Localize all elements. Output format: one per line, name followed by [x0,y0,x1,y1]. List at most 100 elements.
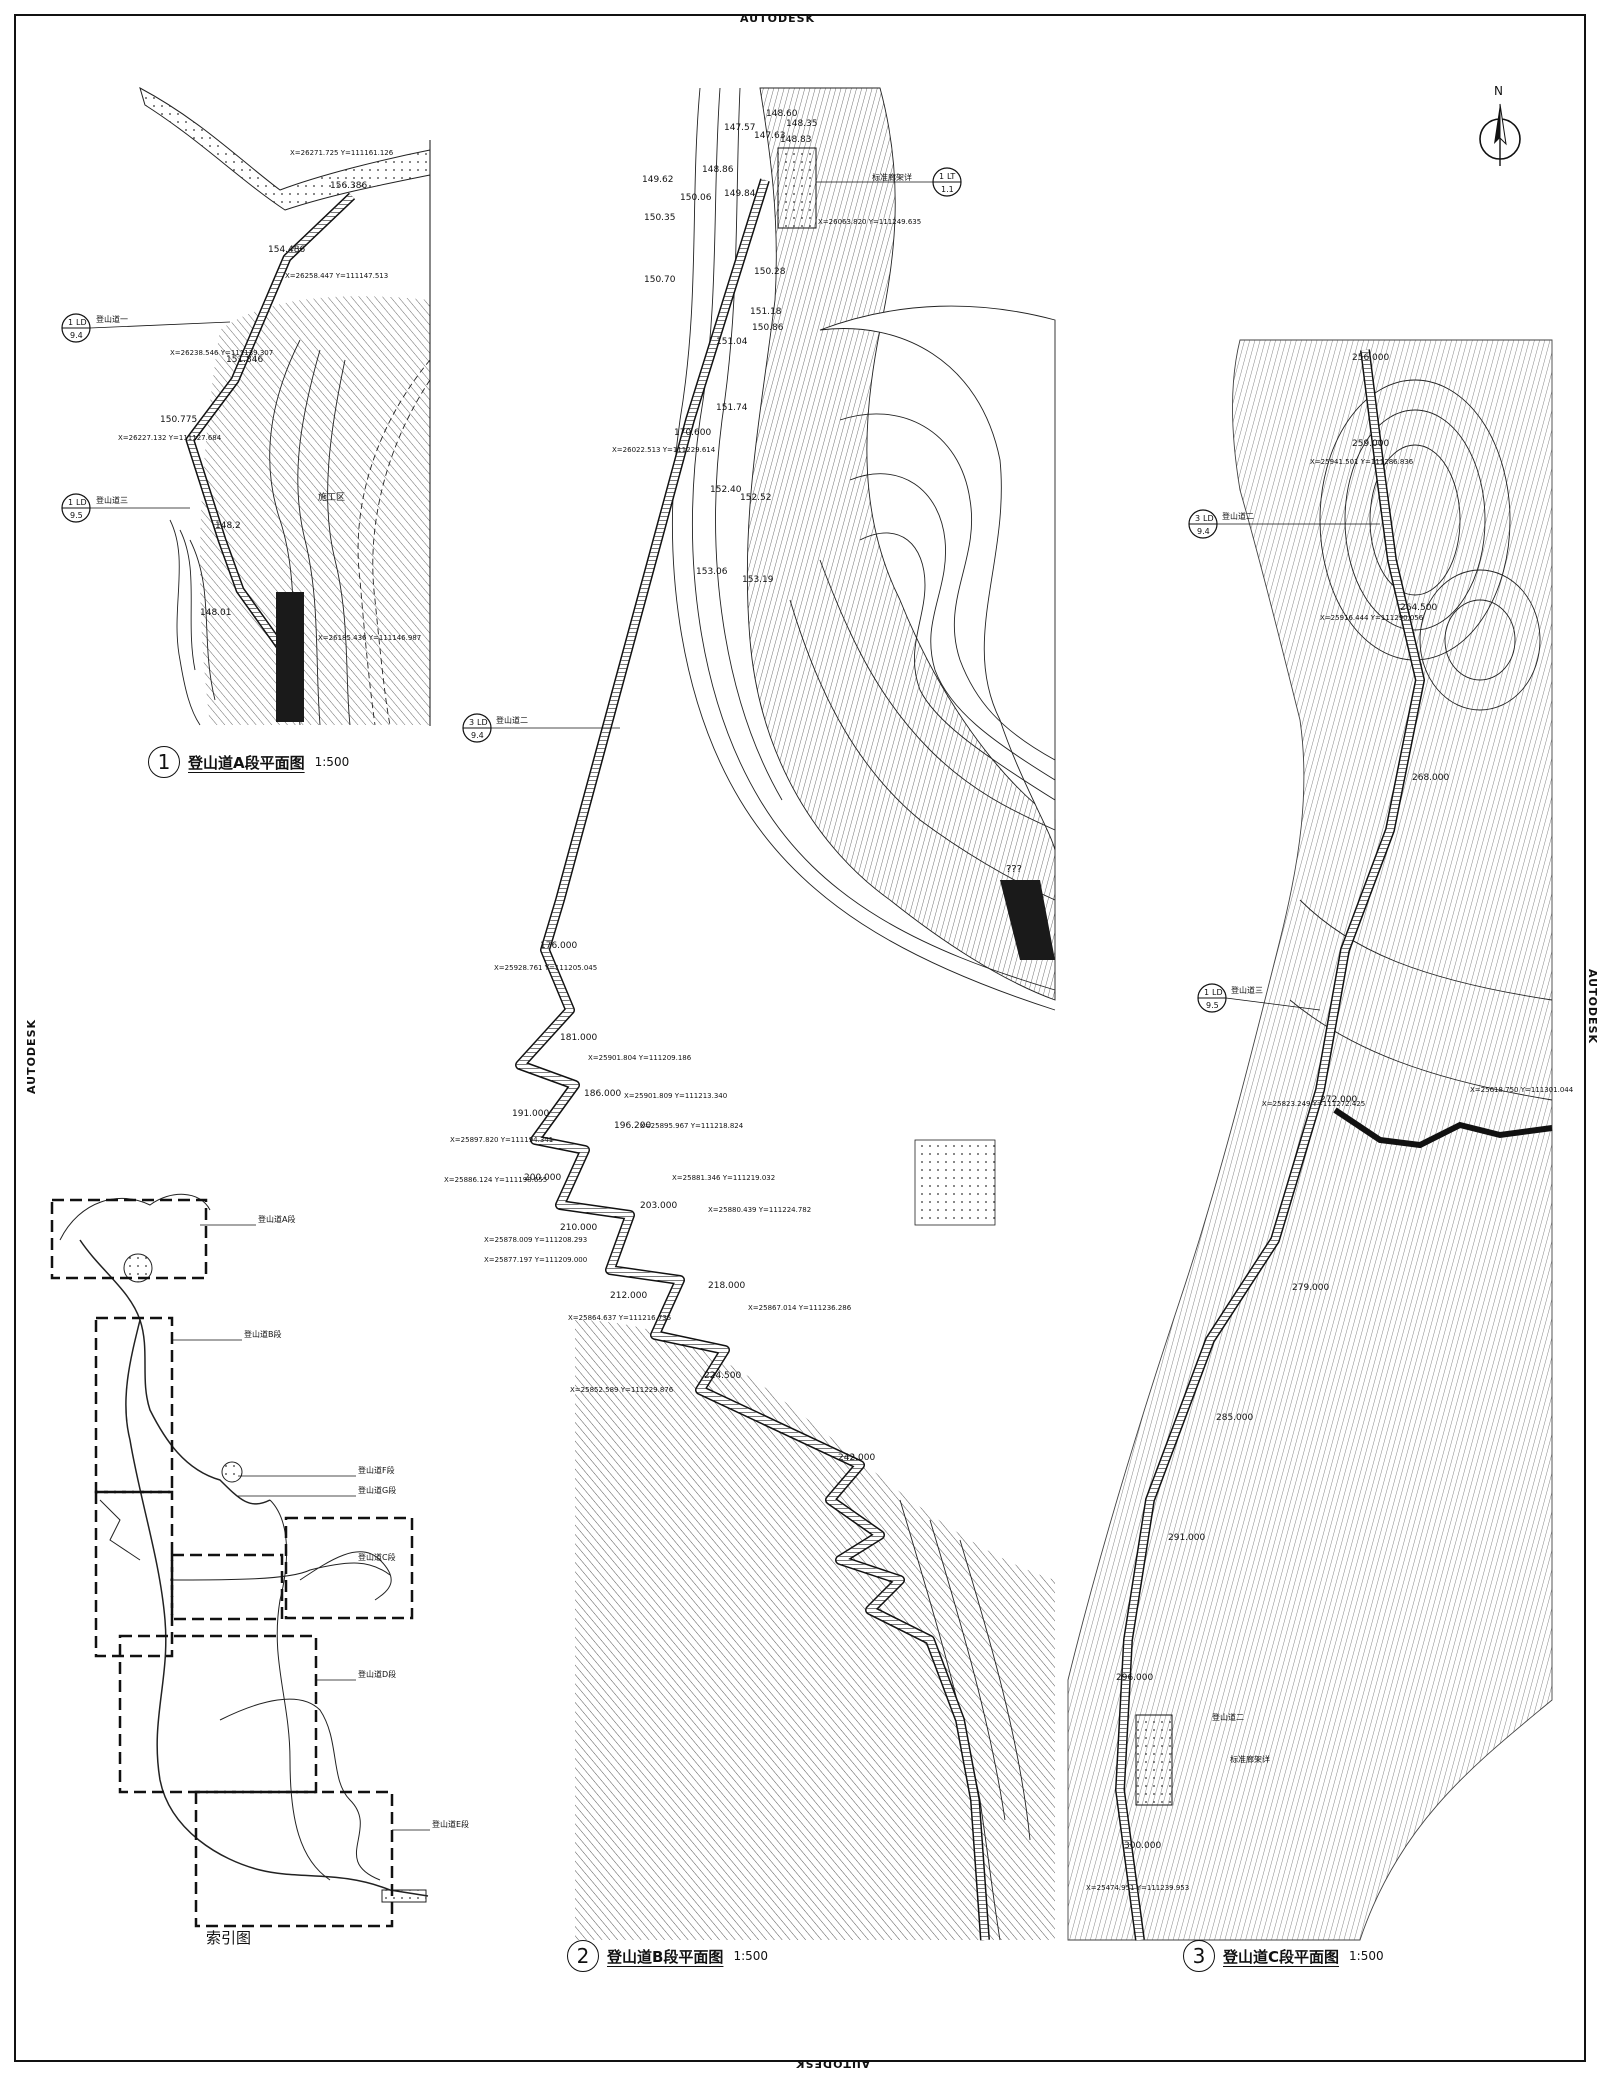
elevation-label: 148.01 [200,608,232,618]
elevation-label: 153.06 [696,567,728,577]
coordinate-label: X=25886.124 Y=111198.655 [444,1176,547,1184]
callout-label: 登山道三 [1231,985,1263,995]
coordinate-label: X=25880.439 Y=111224.782 [708,1206,811,1214]
corridor-label: 标准廊架详 [1230,1754,1270,1764]
elevation-label: 256.000 [1352,353,1389,363]
elevation-label: 151.74 [716,403,748,413]
elevation-label: 150.35 [644,213,676,223]
coordinate-label: X=25474.951 Y=111239.953 [1086,1884,1189,1892]
elevation-label: 147.63 [754,131,786,141]
callout-number: 1 [68,498,73,507]
coordinate-label: X=25916.444 Y=111290.056 [1320,614,1424,622]
coordinate-label: X=25897.820 Y=111194.341 [450,1136,553,1144]
coordinate-label: X=26022.513 Y=111229.614 [612,446,716,454]
plan-b-title: 2 登山道B段平面图 1:500 [567,1940,768,1972]
unknown-label: ??? [1006,864,1022,875]
callout-label: 登山道二 [1222,511,1254,521]
callout-code: LD [76,318,87,327]
elevation-label: 191.000 [512,1109,549,1119]
dark-structure-a [276,592,304,722]
coordinate-label: X=25878.009 Y=111208.293 [484,1236,587,1244]
elevation-label: 218.000 [708,1281,745,1291]
callout-number: 3 [469,718,474,727]
coordinate-label: X=26271.725 Y=111161.126 [290,149,394,157]
elevation-label: 279.000 [1292,1283,1329,1293]
plan-c: 256.000 259.000 264.500 268.000 272.000 … [1067,339,1574,1941]
index-box-g [284,1516,414,1620]
coordinate-label: X=25864.637 Y=111216.735 [568,1314,671,1322]
coordinate-label: X=26185.436 Y=111146.987 [318,634,421,642]
coordinate-label: X=25928.761 Y=111205.045 [494,964,597,972]
index-map: 登山道A段 登山道B段 登山道F段 登山道G段 登山道C段 登山道D段 登山道E… [50,1193,469,1928]
elevation-label: 296.000 [1116,1673,1153,1683]
callout-code: LD [76,498,87,507]
index-label-e: 登山道E段 [432,1819,469,1829]
trail-label: 登山道二 [1212,1712,1244,1722]
coordinate-label: X=25823.249 Y=111272.425 [1262,1100,1365,1108]
coordinate-label: X=25941.501 Y=111286.836 [1310,458,1414,466]
north-label: N [1494,84,1503,98]
callout-label: 登山道一 [96,314,128,324]
elevation-label: 212.000 [610,1291,647,1301]
callout-sheet: 9.4 [471,731,484,740]
index-label-b: 登山道B段 [244,1329,282,1339]
plan-a: 156.386 154.486 151.846 150.775 148.2 14… [118,86,431,726]
plan-a-number: 1 [148,746,180,778]
brand-top: AUTODESK [740,12,816,25]
elevation-label: 176.000 [540,941,577,951]
index-label-c: 登山道C段 [358,1552,396,1562]
callout-3-ld-9-4-b: 3 LD 9.4 登山道二 [462,713,620,743]
callout-sheet: 9.4 [1197,527,1210,536]
callout-sheet: 9.4 [70,331,83,340]
callout-1-lt-1-1: 1 LT 1.1 [816,167,962,197]
plan-c-title: 3 登山道C段平面图 1:500 [1183,1940,1384,1972]
coordinate-label: X=25867.014 Y=111236.286 [748,1304,852,1312]
index-box-f [170,1553,284,1621]
elevation-label: 210.000 [560,1223,597,1233]
elevation-label: 151.846 [226,355,263,365]
elevation-label: 152.40 [710,485,742,495]
plan-c-number: 3 [1183,1940,1215,1972]
callout-sheet: 9.5 [70,511,83,520]
callout-number: 1 [68,318,73,327]
callout-code: LD [477,718,488,727]
drawing-sheet-frame [14,14,1586,2062]
plan-c-scale: 1:500 [1349,1949,1384,1963]
callout-sheet: 1.1 [941,185,954,194]
elevation-label: 153.19 [742,575,774,585]
corridor-label: 标准廊架详 [872,172,912,182]
elevation-label: 149.62 [642,175,674,185]
plan-b-number: 2 [567,1940,599,1972]
elevation-label: 151.04 [716,337,748,347]
coordinate-label: X=26063.820 Y=111249.635 [818,218,921,226]
compass-icon [1479,103,1521,166]
callout-code: LT [947,172,955,181]
elevation-label: 148.83 [780,135,812,145]
elevation-label: 148.60 [766,109,798,119]
north-arrow: N [1470,84,1530,174]
coordinate-label: X=25877.197 Y=111209.000 [484,1256,587,1264]
plan-b-scale: 1:500 [733,1949,769,1963]
callout-label: 登山道三 [96,495,128,505]
construction-area-label: 施工区 [318,491,345,503]
elevation-label: 150.06 [680,193,712,203]
index-map-title: 索引图 [206,1929,252,1947]
coordinate-label: X=25901.809 Y=111213.340 [624,1092,727,1100]
elevation-label: 152.52 [740,493,772,503]
coordinate-label: X=26238.546 Y=111139.307 [170,349,273,357]
index-label-g: 登山道G段 [358,1485,396,1495]
elevation-label: 147.57 [724,123,756,133]
coordinate-label: X=25618.750 Y=111301.044 [1470,1086,1574,1094]
elevation-label: 259.000 [1352,439,1389,449]
callout-number: 1 [1204,988,1209,997]
elevation-label: 170.600 [674,428,711,438]
index-label-f: 登山道F段 [358,1465,395,1475]
callout-code: LD [1203,514,1214,523]
elevation-label: 291.000 [1168,1533,1205,1543]
plan-c-title-text: 登山道C段平面图 [1223,1947,1340,1966]
coordinate-label: X=26227.132 Y=111127.684 [118,434,222,442]
elevation-label: 285.000 [1216,1413,1253,1423]
elevation-label: 181.000 [560,1033,597,1043]
elevation-label: 272.000 [1320,1095,1357,1105]
